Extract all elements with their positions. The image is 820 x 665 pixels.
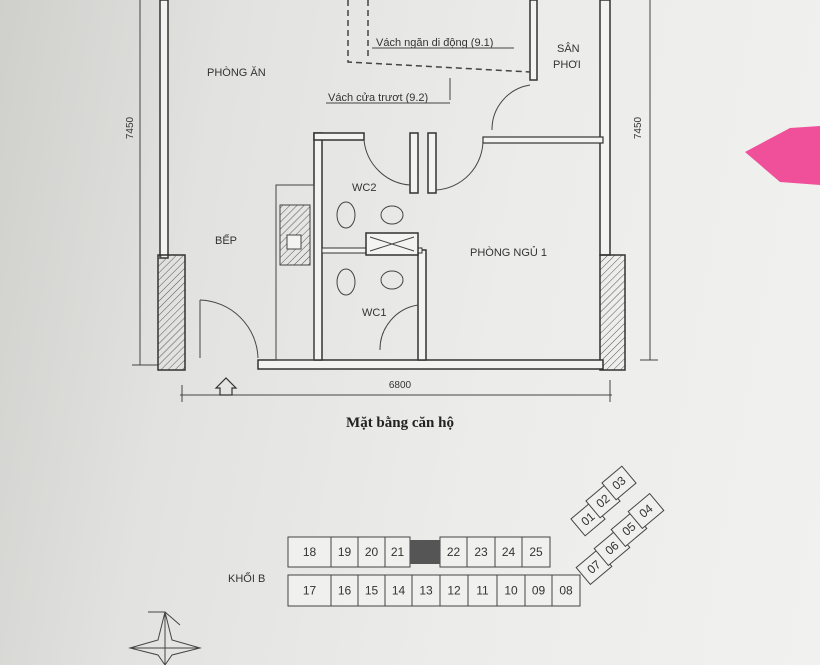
unit-number: 21 <box>391 545 405 559</box>
right-height-dimension: 7450 <box>633 116 644 139</box>
unit-15: 15 <box>357 574 386 607</box>
unit-number: 19 <box>338 545 352 559</box>
pink-sticky-note <box>745 126 820 185</box>
unit-09: 09 <box>524 574 553 607</box>
unit-14: 14 <box>384 574 413 607</box>
unit-25: 25 <box>521 536 551 568</box>
room-label-bedroom-1: PHÒNG NGỦ 1 <box>470 246 547 259</box>
unit-number: 14 <box>392 584 406 598</box>
room-label-wc2: WC2 <box>352 182 376 194</box>
unit-18: 18 <box>287 536 332 568</box>
unit-23: 23 <box>466 536 496 568</box>
unit-10: 10 <box>496 574 526 607</box>
room-label-kitchen: BẾP <box>215 234 237 247</box>
unit-20: 20 <box>357 536 386 568</box>
unit-11: 11 <box>467 574 498 607</box>
unit-13: 13 <box>411 574 441 607</box>
compass-icon <box>128 611 202 665</box>
annotation-movable-partition: Vách ngăn di động (9.1) <box>376 37 493 49</box>
unit-number: 18 <box>303 545 317 559</box>
unit-number: 20 <box>365 545 379 559</box>
unit-19: 19 <box>330 536 359 568</box>
unit-number: 24 <box>502 545 516 559</box>
dimension-lines <box>132 0 658 402</box>
stair-core <box>410 540 440 564</box>
unit-number: 13 <box>419 584 433 598</box>
room-label-balcony-line1: SÂN <box>557 42 580 55</box>
unit-number: 25 <box>529 545 543 559</box>
unit-number: 22 <box>447 545 461 559</box>
unit-22: 22 <box>439 536 468 568</box>
walls <box>157 0 626 396</box>
unit-number: 11 <box>476 584 489 598</box>
unit-number: 12 <box>447 584 461 598</box>
unit-number: 17 <box>303 584 317 598</box>
unit-number: 08 <box>559 584 573 598</box>
unit-number: 10 <box>504 584 518 598</box>
unit-12: 12 <box>439 574 469 607</box>
unit-number: 16 <box>338 584 352 598</box>
unit-16: 16 <box>330 574 359 607</box>
left-height-dimension: 7450 <box>125 116 136 139</box>
room-label-balcony-line2: PHƠI <box>553 59 581 71</box>
width-dimension: 6800 <box>389 380 412 391</box>
block-label: KHỐI B <box>228 571 265 585</box>
entrance-arrow-icon <box>214 377 238 396</box>
unit-08: 08 <box>551 574 581 607</box>
unit-number: 23 <box>474 545 488 559</box>
unit-03: 03 <box>601 465 637 501</box>
plan-title: Mặt bằng căn hộ <box>346 415 454 431</box>
unit-24: 24 <box>494 536 523 568</box>
annotation-sliding-door: Vách cửa trươt (9.2) <box>328 92 428 104</box>
unit-17: 17 <box>287 574 332 607</box>
unit-number: 15 <box>365 584 379 598</box>
room-label-wc1: WC1 <box>362 307 386 319</box>
room-label-dining: PHÒNG ĂN <box>207 66 266 79</box>
unit-04: 04 <box>627 492 665 530</box>
unit-number: 09 <box>532 584 546 598</box>
unit-21: 21 <box>384 536 411 568</box>
